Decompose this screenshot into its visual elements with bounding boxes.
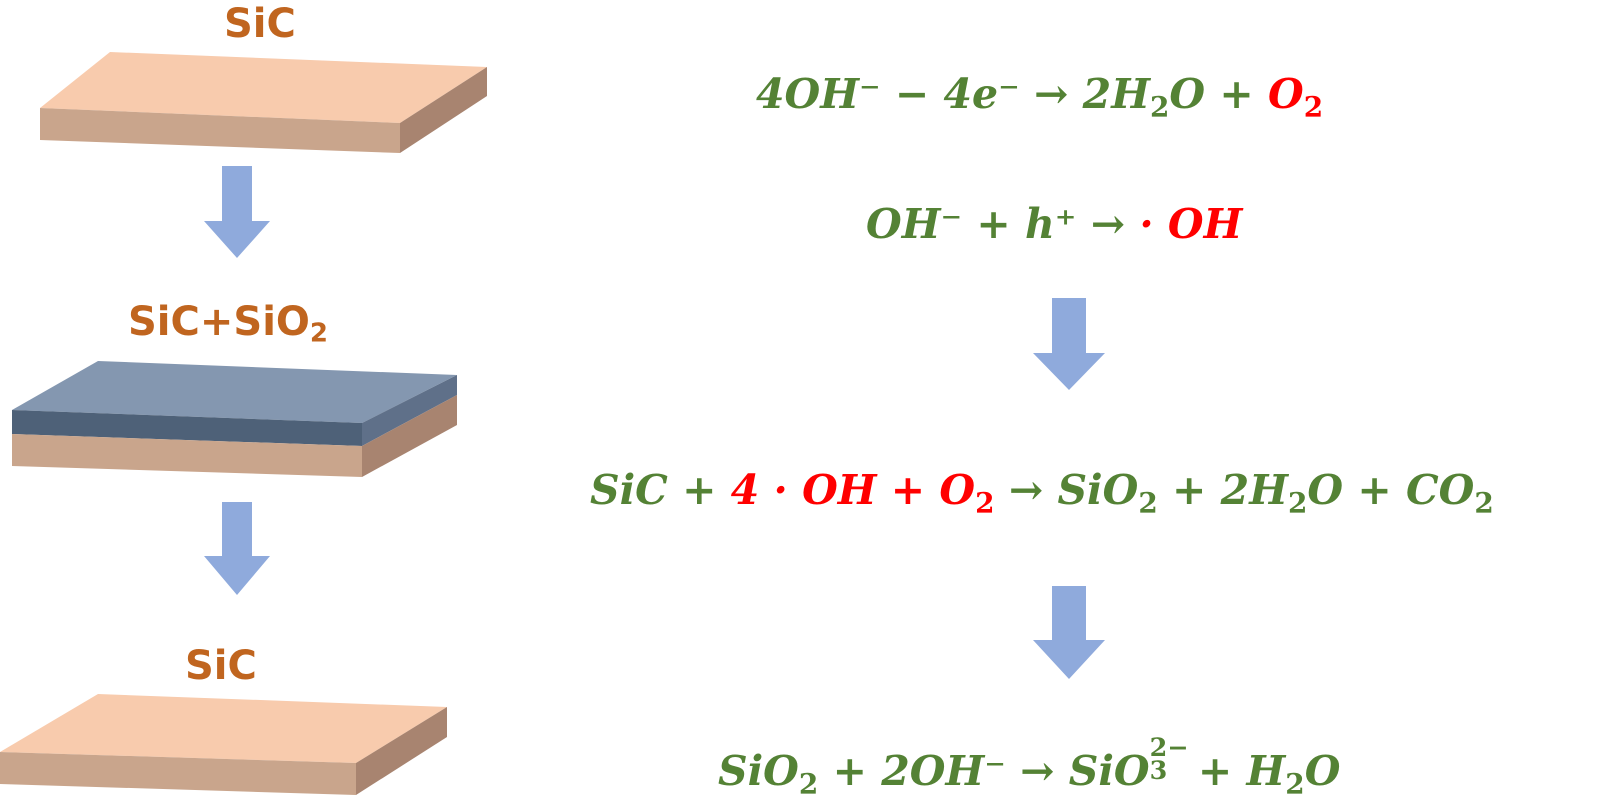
- label-sic-top: SiC: [224, 1, 296, 47]
- down-arrow-icon: [204, 166, 270, 258]
- sic-sio2-slab: [12, 361, 457, 477]
- equation-hydroxyl-radical: OH⁻ + h⁺ → · OH: [866, 200, 1243, 248]
- down-arrow-icon: [1033, 586, 1105, 679]
- silicate-charge-index: 2−3: [1149, 732, 1189, 785]
- down-arrow-icon: [204, 502, 270, 595]
- label-sic-bottom: SiC: [185, 643, 257, 689]
- label-sic-sio2: SiC+SiO2: [128, 299, 329, 349]
- sic-slab-bottom: [0, 694, 447, 795]
- equation-sic-oxidation: SiC + 4 · OH + O2 → SiO2 + 2H2O + CO2: [590, 466, 1494, 520]
- down-arrow-icon: [1033, 298, 1105, 390]
- equation-oxygen-evolution: 4OH⁻ − 4e⁻ → 2H2O + O2: [756, 70, 1324, 124]
- sic-slab-top: [40, 52, 487, 153]
